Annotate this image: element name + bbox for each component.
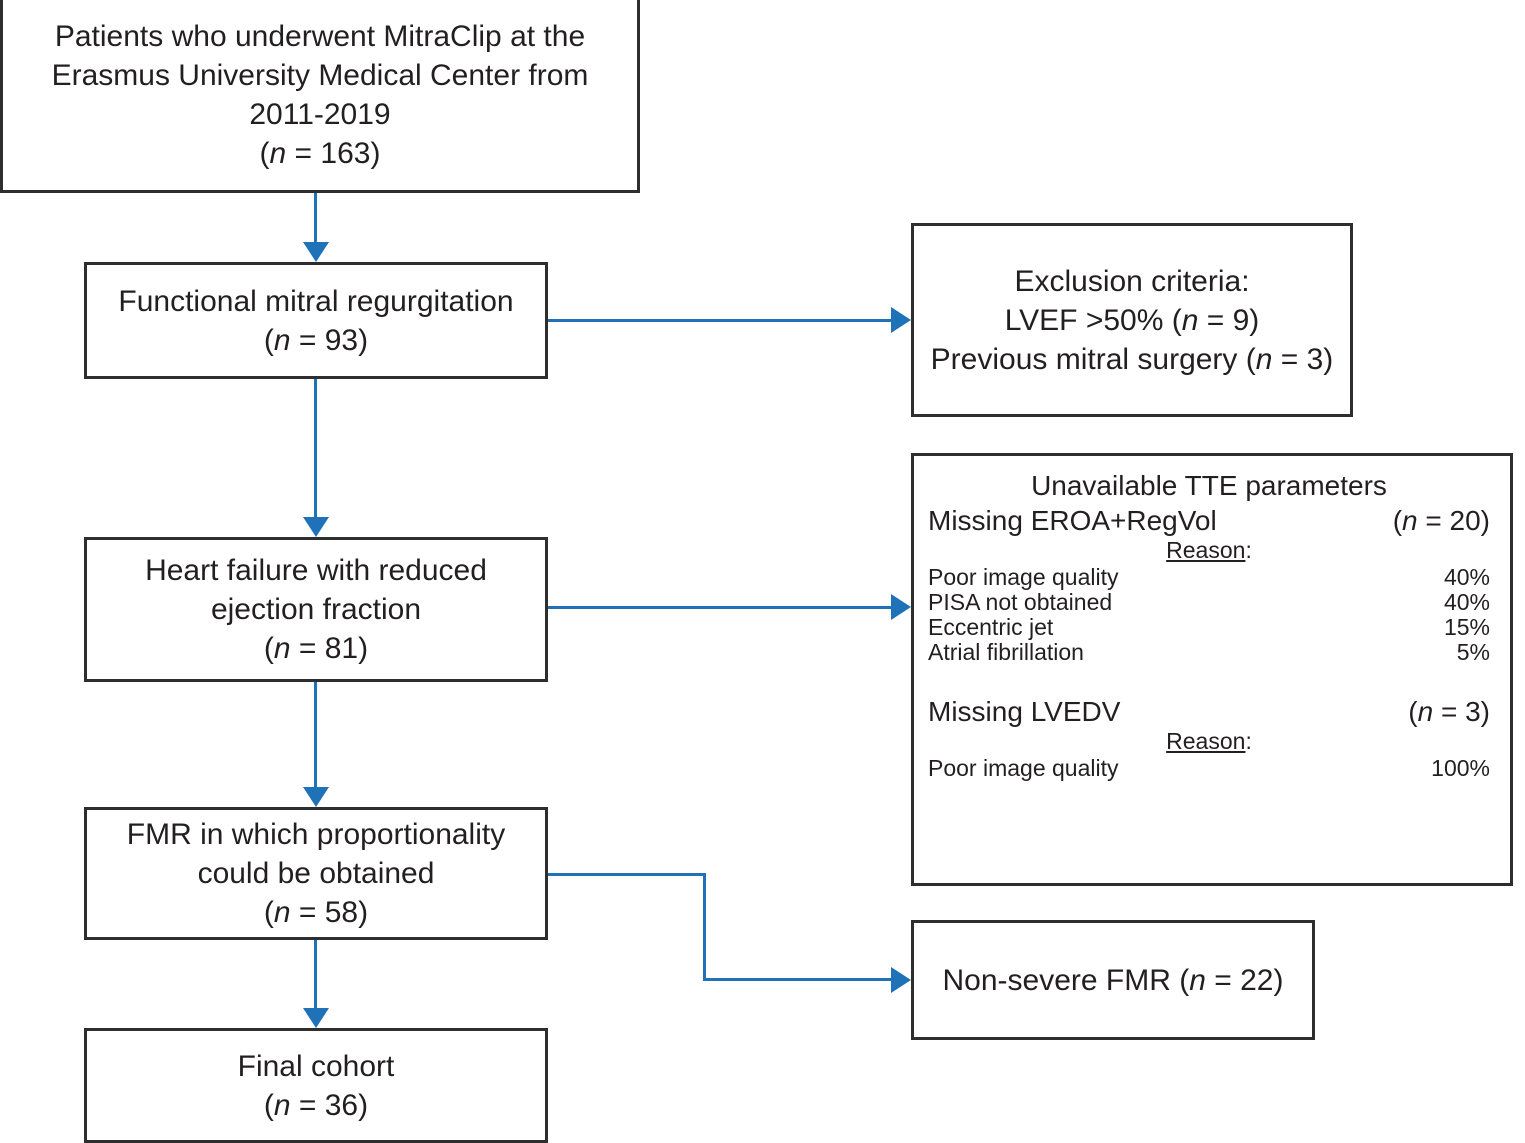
source-line-3: 2011-2019 (249, 98, 391, 131)
connector-fmr-to-exclusion-arrow (891, 307, 911, 333)
tte-reason-value: 40% (1443, 564, 1490, 590)
proportionality-count: (n = 58) (263, 896, 369, 929)
final-line-1: Final cohort (237, 1049, 395, 1083)
connector-source-to-fmr-line (314, 193, 317, 243)
connector-proportionality-to-nonsevere-seg2 (703, 873, 706, 981)
tte-group2-reason-label: Reason: (1166, 728, 1252, 754)
connector-fmr-to-hfref-line (314, 379, 317, 517)
hfref-line-1: Heart failure with reduced (145, 554, 487, 587)
connector-proportionality-to-final-arrow (303, 1008, 329, 1028)
source-line-1: Patients who underwent MitraClip at the (54, 20, 586, 53)
box-heart-failure-reduced-ef: Heart failure with reduced ejection frac… (84, 537, 548, 682)
tte-group1-reason-row: Poor image quality 40% (928, 565, 1490, 590)
tte-group1-reason-label: Reason: (1166, 537, 1252, 563)
tte-group2-count: (n = 3) (1408, 696, 1490, 727)
box-final-cohort: Final cohort (n = 36) (84, 1028, 548, 1143)
connector-fmr-to-exclusion-line (548, 319, 893, 322)
connector-hfref-to-tte-line (548, 606, 893, 609)
tte-group2-label: Missing LVEDV (928, 696, 1121, 727)
connector-proportionality-to-nonsevere-seg3 (703, 978, 893, 981)
tte-spacer (928, 665, 1490, 697)
box-exclusion-criteria: Exclusion criteria: LVEF >50% (n = 9) Pr… (911, 223, 1353, 417)
tte-group2-header: Missing LVEDV (n = 3) (928, 697, 1490, 728)
tte-title: Unavailable TTE parameters (1031, 470, 1387, 501)
tte-reason-label: Poor image quality (928, 755, 1119, 781)
fmr-line-1: Functional mitral regurgitation (118, 284, 514, 318)
box-source-population: Patients who underwent MitraClip at the … (0, 0, 640, 193)
source-line-2: Erasmus University Medical Center from (51, 59, 589, 92)
proportionality-line-2: could be obtained (197, 857, 435, 890)
tte-group1-label: Missing EROA+RegVol (928, 505, 1217, 536)
hfref-count: (n = 81) (263, 632, 369, 665)
tte-group1-reason-row: Eccentric jet 15% (928, 615, 1490, 640)
tte-reason-value: 15% (1443, 614, 1490, 640)
connector-hfref-to-proportionality-line (314, 682, 317, 787)
tte-reason-label: Poor image quality (928, 564, 1119, 590)
connector-source-to-fmr-arrow (303, 242, 329, 262)
tte-reason-value: 5% (1456, 639, 1490, 665)
box-functional-mitral-regurgitation: Functional mitral regurgitation (n = 93) (84, 262, 548, 379)
fmr-count: (n = 93) (263, 323, 369, 357)
connector-proportionality-to-nonsevere-arrow (891, 967, 911, 993)
connector-hfref-to-proportionality-arrow (303, 787, 329, 807)
exclusion-item-previous-surgery: Previous mitral surgery (n = 3) (930, 342, 1334, 376)
connector-hfref-to-tte-arrow (891, 594, 911, 620)
tte-reason-label: Atrial fibrillation (928, 639, 1084, 665)
final-count: (n = 36) (263, 1088, 369, 1122)
tte-group1-header: Missing EROA+RegVol (n = 20) (928, 506, 1490, 537)
box-unavailable-tte-parameters: Unavailable TTE parameters Missing EROA+… (911, 453, 1513, 886)
tte-reason-label: Eccentric jet (928, 614, 1054, 640)
proportionality-line-1: FMR in which proportionality (126, 818, 506, 851)
tte-reason-value: 100% (1431, 755, 1490, 781)
exclusion-item-lvef: LVEF >50% (n = 9) (1004, 303, 1260, 337)
source-count: (n = 163) (259, 137, 381, 170)
tte-group1-count: (n = 20) (1392, 505, 1490, 536)
tte-group1-reason-row: Atrial fibrillation 5% (928, 640, 1490, 665)
nonsevere-text: Non-severe FMR (n = 22) (942, 963, 1284, 997)
tte-group1-reason-row: PISA not obtained 40% (928, 590, 1490, 615)
connector-proportionality-to-final-line (314, 940, 317, 1008)
tte-group2-reason-row: Poor image quality 100% (928, 756, 1490, 781)
box-non-severe-fmr: Non-severe FMR (n = 22) (911, 920, 1315, 1040)
connector-fmr-to-hfref-arrow (303, 517, 329, 537)
box-fmr-proportionality-obtained: FMR in which proportionality could be ob… (84, 807, 548, 940)
hfref-line-2: ejection fraction (210, 593, 422, 626)
connector-proportionality-to-nonsevere-seg1 (548, 873, 706, 876)
tte-reason-label: PISA not obtained (928, 589, 1113, 615)
exclusion-title: Exclusion criteria: (1014, 264, 1250, 298)
tte-reason-value: 40% (1443, 589, 1490, 615)
